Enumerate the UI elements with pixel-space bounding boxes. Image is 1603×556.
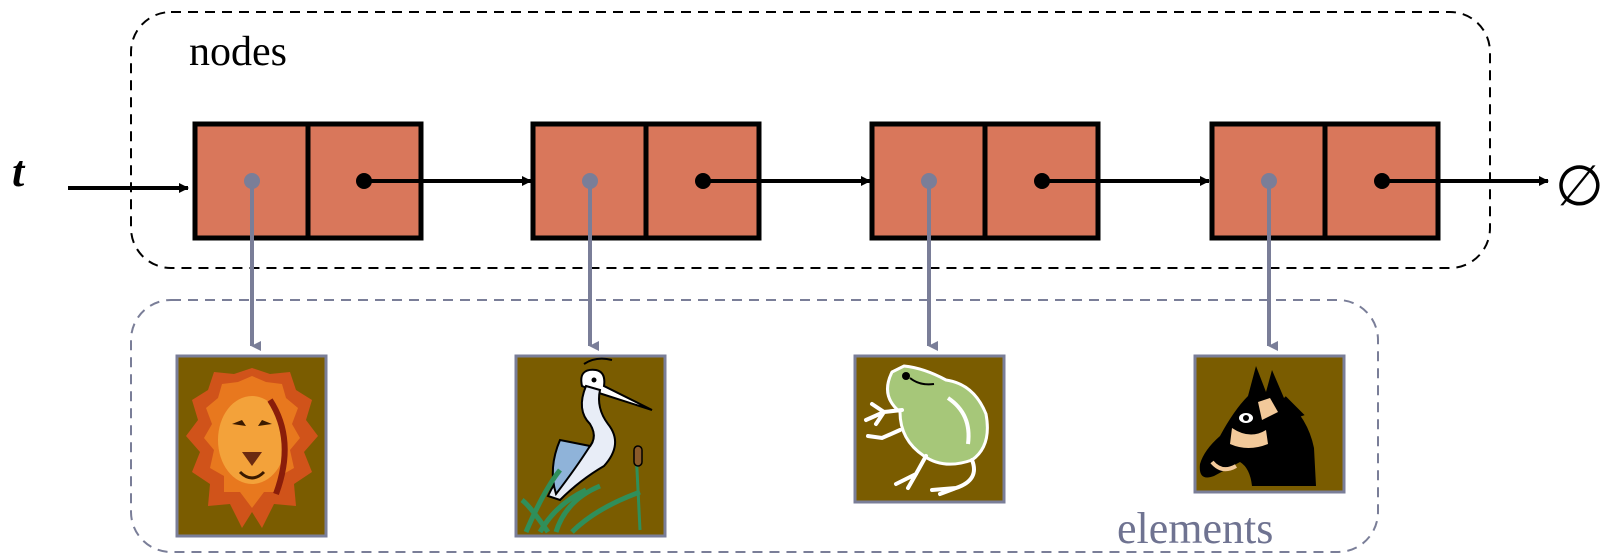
frog-icon	[864, 364, 989, 496]
horse-icon	[1199, 366, 1316, 486]
nodes-label: nodes	[189, 29, 287, 75]
element-frog	[853, 354, 1006, 504]
element-heron	[514, 354, 667, 538]
nodes-group-box	[130, 11, 1491, 269]
head-pointer-label: t	[12, 147, 26, 196]
lion-icon	[186, 368, 318, 528]
elements-group-box	[130, 299, 1379, 553]
null-symbol: ∅	[1555, 156, 1603, 218]
node-3	[869, 121, 1101, 241]
heron-icon	[520, 357, 653, 534]
element-horse	[1193, 354, 1346, 494]
element-lion	[175, 354, 328, 538]
elements-label: elements	[1117, 504, 1273, 553]
